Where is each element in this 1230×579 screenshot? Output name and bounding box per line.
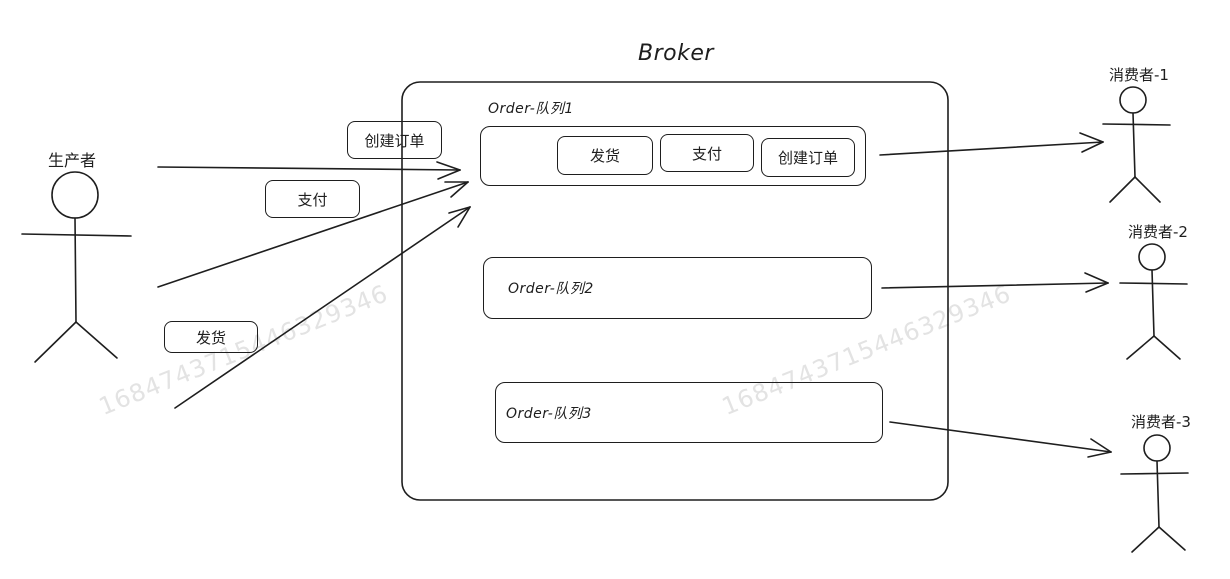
queue-3-box[interactable]: Order-队列3 bbox=[495, 382, 883, 443]
message-pay[interactable]: 支付 bbox=[265, 180, 360, 218]
queue-1-label: Order-队列1 bbox=[488, 101, 574, 117]
consumer-3-label: 消费者-3 bbox=[1131, 413, 1191, 431]
queue-2-box[interactable]: Order-队列2 bbox=[483, 257, 872, 319]
arrow-queue3-consumer3 bbox=[889, 421, 1112, 458]
queue-1-message-pay[interactable]: 支付 bbox=[660, 134, 754, 172]
arrow-queue2-consumer2 bbox=[881, 272, 1109, 293]
consumer-1-figure bbox=[1102, 86, 1171, 203]
queue-2-label: Order-队列2 bbox=[508, 281, 594, 297]
producer-figure bbox=[21, 171, 132, 363]
queue-1-box[interactable] bbox=[480, 126, 866, 186]
arrow-create-order bbox=[157, 161, 461, 180]
consumer-2-figure bbox=[1119, 243, 1188, 360]
message-create-order[interactable]: 创建订单 bbox=[347, 121, 442, 159]
consumer-2-label: 消费者-2 bbox=[1128, 223, 1188, 241]
queue-1-message-create-order[interactable]: 创建订单 bbox=[761, 138, 855, 177]
consumer-3-figure bbox=[1120, 434, 1189, 553]
arrow-queue1-consumer1 bbox=[879, 132, 1104, 156]
message-ship[interactable]: 发货 bbox=[164, 321, 258, 353]
arrow-ship bbox=[174, 206, 471, 409]
producer-label: 生产者 bbox=[48, 151, 97, 170]
broker-title: Broker bbox=[638, 41, 714, 66]
queue-3-label: Order-队列3 bbox=[506, 405, 592, 422]
arrow-pay bbox=[157, 181, 469, 288]
consumer-1-label: 消费者-1 bbox=[1109, 66, 1169, 84]
broker-container bbox=[401, 81, 949, 501]
queue-1-message-ship[interactable]: 发货 bbox=[557, 136, 653, 175]
